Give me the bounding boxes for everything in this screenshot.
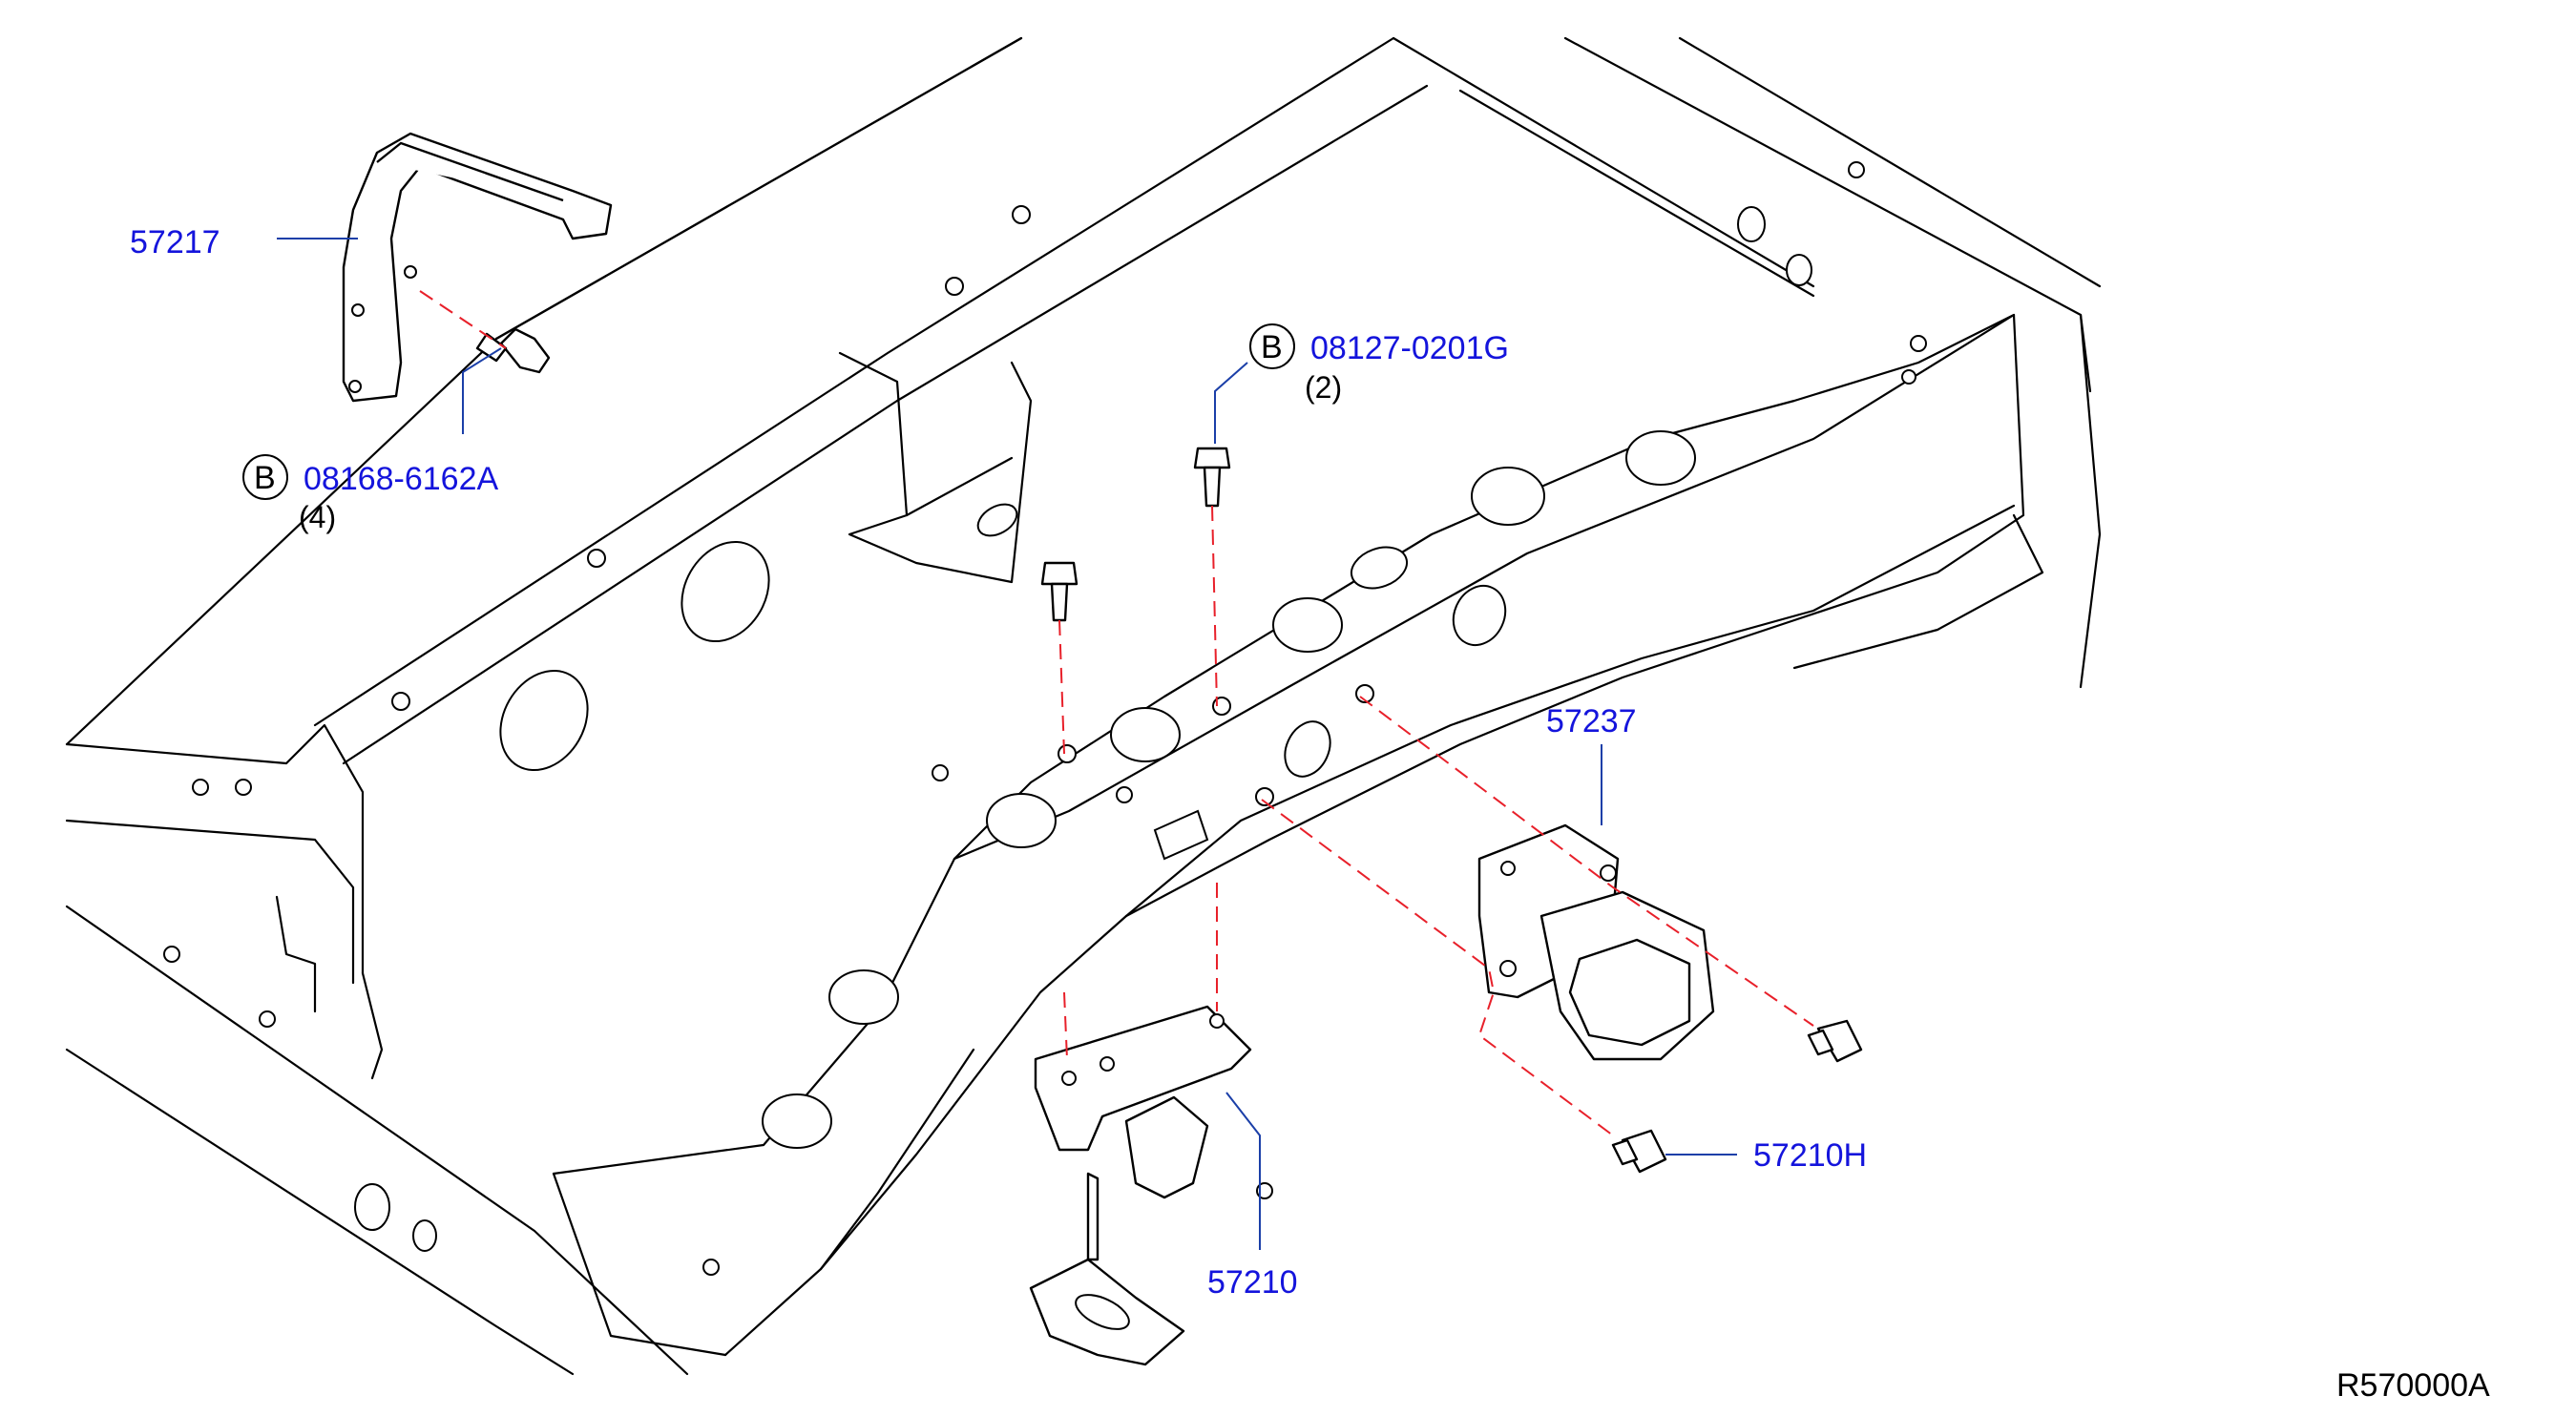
hook-assembly-57210	[1029, 1005, 1252, 1366]
leader-lines	[277, 238, 1737, 1250]
drawing-reference: R570000A	[2336, 1367, 2490, 1404]
tow-hook-57237	[1477, 823, 1715, 1061]
bolt-08168-6162a	[475, 327, 551, 374]
label-08168-6162a: 08168-6162A	[304, 461, 499, 497]
label-08127-0201g: 08127-0201G	[1310, 330, 1509, 366]
part-labels: 57217 B 08168-6162A (4) B 08127-0201G (2…	[130, 224, 2490, 1404]
label-57217: 57217	[130, 224, 220, 260]
vehicle-frame	[65, 36, 2102, 1376]
label-08168-qty: (4)	[299, 500, 336, 534]
label-57210: 57210	[1207, 1264, 1298, 1301]
bracket-57217	[342, 132, 613, 403]
frame-holes	[163, 161, 1927, 1276]
bolt-08127-0201g-a	[1193, 447, 1231, 508]
assembly-lines	[419, 290, 1814, 1136]
bolt-08127-0201g-b	[1040, 561, 1079, 622]
callout-b-circle-2	[1249, 323, 1295, 369]
callout-b-circle-1	[242, 454, 288, 500]
callout-b-letter-1: B	[254, 460, 276, 496]
callout-b-letter-2: B	[1261, 329, 1283, 365]
label-57237: 57237	[1546, 703, 1637, 739]
label-57210h: 57210H	[1753, 1137, 1867, 1174]
screw-57210h-b	[1611, 1129, 1667, 1174]
screw-57210h-a	[1807, 1019, 1863, 1063]
label-08127-qty: (2)	[1305, 370, 1342, 405]
